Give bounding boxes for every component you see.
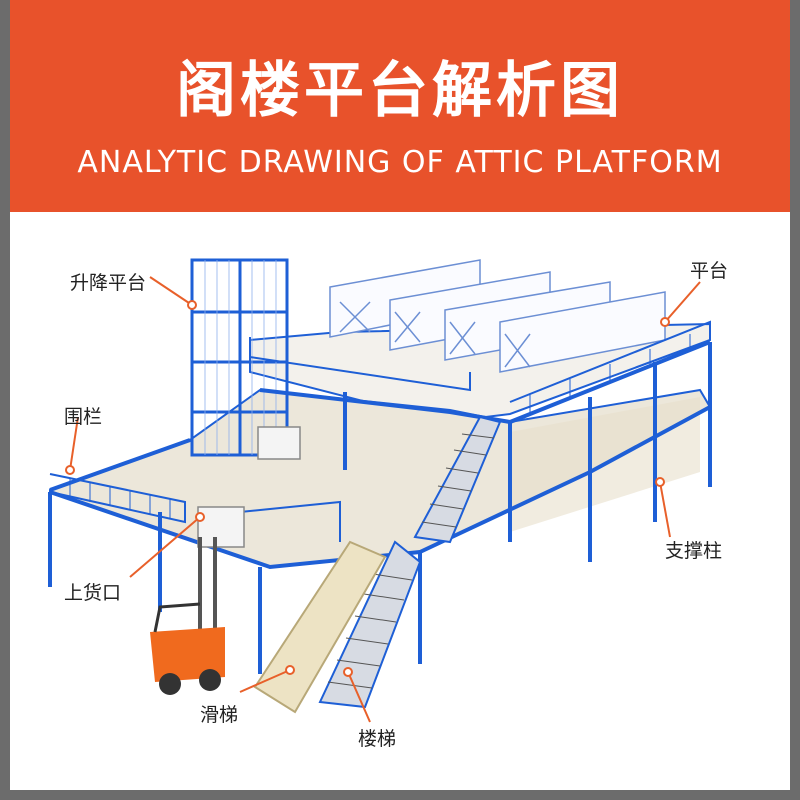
platform-illustration — [10, 212, 790, 790]
page-title: 阁楼平台解析图 — [10, 42, 790, 129]
label-lift-platform: 升降平台 — [70, 268, 146, 295]
label-slide: 滑梯 — [200, 700, 238, 727]
cargo-box-lower — [198, 507, 244, 547]
label-stairs: 楼梯 — [358, 724, 396, 751]
cargo-box-upper — [258, 427, 300, 459]
label-railing: 围栏 — [64, 402, 102, 429]
label-platform: 平台 — [690, 256, 728, 283]
label-support-column: 支撑柱 — [665, 536, 722, 563]
diagram-panel: 升降平台 平台 围栏 支撑柱 上货口 滑梯 楼梯 — [10, 212, 790, 790]
label-loading-port: 上货口 — [64, 578, 121, 605]
page-subtitle: ANALYTIC DRAWING OF ATTIC PLATFORM — [10, 145, 790, 180]
header-banner: 阁楼平台解析图 ANALYTIC DRAWING OF ATTIC PLATFO… — [10, 0, 790, 212]
